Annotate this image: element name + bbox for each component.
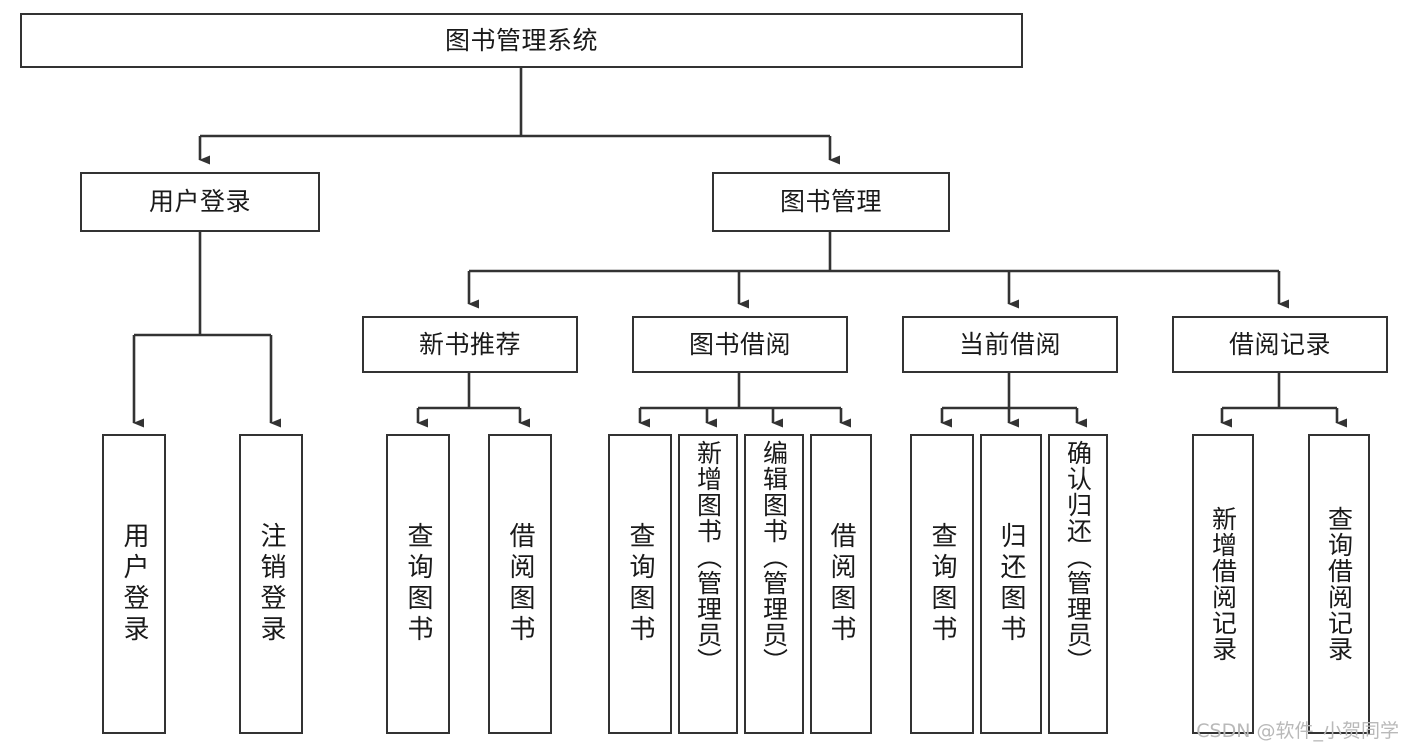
connector-newbookrec-to-leaves	[416, 373, 530, 428]
csdn-watermark: CSDN @软件_小贺同学	[1196, 720, 1399, 742]
node-book-manage[interactable]: 图书管理	[712, 172, 950, 232]
node-label: 查询图书	[625, 522, 655, 646]
node-label: 注销登录	[256, 522, 286, 646]
node-book-borrow[interactable]: 图书借阅	[632, 316, 848, 373]
node-label: 确认归还（管理员）	[1063, 440, 1093, 674]
leaf-query-book-recommend[interactable]: 查询图书	[386, 434, 450, 734]
leaf-borrow-book[interactable]: 借阅图书	[810, 434, 872, 734]
leaf-query-borrow-record[interactable]: 查询借阅记录	[1308, 434, 1370, 734]
node-label: 编辑图书（管理员）	[759, 440, 789, 674]
node-label: 当前借阅	[958, 329, 1061, 359]
node-label: 用户登录	[148, 187, 251, 216]
leaf-user-logout[interactable]: 注销登录	[239, 434, 303, 734]
node-current-borrow[interactable]: 当前借阅	[902, 316, 1118, 373]
node-root-system[interactable]: 图书管理系统	[20, 13, 1023, 68]
leaf-edit-book-admin[interactable]: 编辑图书（管理员）	[744, 434, 804, 734]
leaf-add-borrow-record[interactable]: 新增借阅记录	[1192, 434, 1254, 734]
leaf-query-book-borrow[interactable]: 查询图书	[608, 434, 672, 734]
node-new-book-recommend[interactable]: 新书推荐	[362, 316, 578, 373]
leaf-user-login[interactable]: 用户登录	[102, 434, 166, 734]
connector-currentborrow-to-leaves	[940, 373, 1087, 428]
node-label: 图书管理系统	[444, 25, 598, 55]
node-borrow-record[interactable]: 借阅记录	[1172, 316, 1388, 373]
leaf-borrow-book-recommend[interactable]: 借阅图书	[488, 434, 552, 734]
node-label: 用户登录	[119, 522, 149, 646]
leaf-return-book[interactable]: 归还图书	[980, 434, 1042, 734]
node-label: 新书推荐	[418, 329, 521, 359]
node-label: 新增图书（管理员）	[693, 440, 723, 674]
connector-borrowrecord-to-leaves	[1220, 373, 1347, 428]
node-label: 查询图书	[403, 522, 433, 646]
node-label: 图书借阅	[688, 329, 791, 359]
node-label: 新增借阅记录	[1208, 506, 1238, 662]
node-label: 借阅记录	[1228, 329, 1331, 359]
node-label: 借阅图书	[826, 522, 856, 646]
node-label: 归还图书	[996, 522, 1026, 646]
node-label: 借阅图书	[505, 522, 535, 646]
node-label: 查询借阅记录	[1324, 506, 1354, 662]
leaf-query-book-current[interactable]: 查询图书	[910, 434, 974, 734]
connector-bookborrow-to-leaves	[638, 373, 851, 428]
connector-bookmanage-to-level3	[467, 232, 1289, 309]
node-user-login[interactable]: 用户登录	[80, 172, 320, 232]
node-label: 查询图书	[927, 522, 957, 646]
leaf-confirm-return-admin[interactable]: 确认归还（管理员）	[1048, 434, 1108, 734]
connector-root-to-level2	[198, 68, 840, 165]
connector-userlogin-to-leaves	[132, 232, 281, 428]
node-label: 图书管理	[779, 187, 882, 216]
leaf-add-book-admin[interactable]: 新增图书（管理员）	[678, 434, 738, 734]
